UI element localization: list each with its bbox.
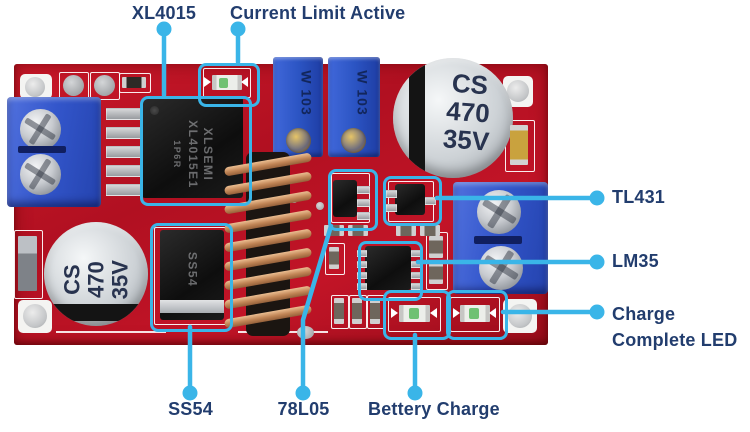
tl431-pin-3	[425, 197, 436, 205]
charge-complete-led-die	[469, 308, 479, 319]
label-charge-complete-line1: Charge	[612, 304, 676, 324]
highlight-box-xl4015	[140, 96, 252, 206]
output-terminal-slot	[474, 236, 522, 244]
tl431-ic	[395, 184, 425, 215]
output-terminal-screw-2	[479, 246, 523, 290]
tl431-pin-1	[386, 190, 397, 198]
capacitor-top-right	[393, 58, 513, 178]
small-capacitor-2	[94, 75, 115, 96]
leader-dot-tl431	[589, 190, 605, 206]
78l05-silkscreen	[331, 173, 370, 223]
mounting-hole-bottom-left	[23, 304, 47, 328]
smd-resistor	[396, 225, 416, 236]
mounting-hole-bottom-right	[508, 304, 532, 328]
label-current-limit-active: Current Limit Active	[230, 3, 406, 23]
78l05-pin-1	[357, 186, 370, 194]
highlight-box-battery-charge-led	[383, 290, 451, 340]
cap-bl-line2: 470	[83, 261, 109, 298]
capacitor-top-right-text: CS 470 35V	[425, 67, 511, 157]
capacitor-stripe	[44, 304, 148, 321]
smd-resistor	[334, 298, 344, 324]
label-tl431: TL431	[612, 187, 666, 207]
led-mark-left	[391, 308, 398, 318]
led-mark-left	[204, 77, 211, 87]
label-ss54: SS54	[168, 399, 213, 419]
capacitor-stripe	[409, 58, 425, 178]
battery-charge-led-silkscreen	[388, 297, 441, 332]
lm35-pin	[357, 272, 367, 279]
highlight-box-78l05	[328, 169, 378, 231]
small-capacitor-1	[63, 75, 84, 96]
xl4015-pin1-dot	[150, 106, 159, 115]
smd-resistor	[370, 298, 380, 324]
smd-resistor	[420, 225, 440, 236]
78l05-pin-3	[357, 212, 370, 220]
highlight-box-charge-complete-led	[446, 290, 508, 340]
lm35-pin	[357, 250, 367, 257]
label-xl4015: XL4015	[131, 3, 197, 23]
smd-resistor	[429, 236, 443, 258]
trimpot-2-marking: W 103	[354, 70, 371, 116]
leader-dot-charge-complete	[589, 304, 605, 320]
label-charge-complete-led: Charge Complete LED	[612, 301, 737, 353]
output-terminal-screw-1	[477, 190, 521, 234]
label-charge-complete-line2: Complete LED	[612, 330, 738, 350]
silkscreen-line	[56, 331, 166, 333]
trimpot-1-screw	[286, 128, 311, 153]
led-mark-right	[241, 77, 248, 87]
cap-tr-line3: 35V	[441, 123, 491, 157]
highlight-box-ss54	[150, 223, 233, 332]
lm35-pin	[357, 283, 367, 290]
smd-resistor	[352, 298, 362, 324]
smd-resistor	[329, 247, 339, 269]
capacitor-bottom-left	[44, 222, 148, 326]
input-terminal-slot	[18, 146, 66, 153]
label-78l05: 78L05	[277, 399, 330, 419]
cap-bl-line1: CS	[59, 264, 85, 295]
highlight-box-current-limit-led	[198, 63, 260, 107]
smd-resistor	[429, 262, 443, 284]
xl4015-ic	[142, 97, 243, 198]
coil-solder-joint	[297, 326, 314, 339]
capacitor-bottom-left-text: CS 470 35V	[59, 240, 132, 320]
led-mark-right	[430, 308, 437, 318]
ss54-cathode-band	[160, 300, 224, 313]
battery-charge-led-die	[409, 308, 419, 319]
mounting-hole-top-left	[25, 77, 45, 97]
left-smd-cap-silkscreen	[14, 230, 43, 299]
mounting-hole-top-right	[507, 80, 529, 102]
left-smd-capacitor	[18, 236, 37, 291]
input-terminal-screw-2	[20, 154, 61, 195]
top-smd-silkscreen	[119, 73, 151, 93]
tl431-pin-2	[386, 204, 397, 212]
cap-bl-line3: 35V	[106, 260, 132, 300]
input-terminal-screw-1	[20, 109, 61, 150]
leader-dot-lm35	[589, 254, 605, 270]
led-mark-right	[489, 308, 496, 318]
led-mark-left	[453, 308, 460, 318]
top-smd-component	[122, 77, 146, 88]
trimpot-1-marking: W 103	[298, 70, 315, 116]
highlight-box-lm35	[358, 241, 423, 301]
trimpot-2-screw	[341, 128, 366, 153]
highlight-box-tl431	[383, 176, 442, 226]
lm35-ic	[365, 246, 411, 290]
current-limit-led-die	[219, 78, 228, 88]
lm35-pin	[357, 261, 367, 268]
78l05-pin-2	[357, 199, 370, 207]
label-lm35: LM35	[612, 251, 659, 271]
label-bettery-charge: Bettery Charge	[368, 399, 500, 419]
gold-smd-component	[510, 125, 528, 165]
78l05-regulator	[333, 180, 357, 217]
via-pad	[316, 202, 324, 210]
